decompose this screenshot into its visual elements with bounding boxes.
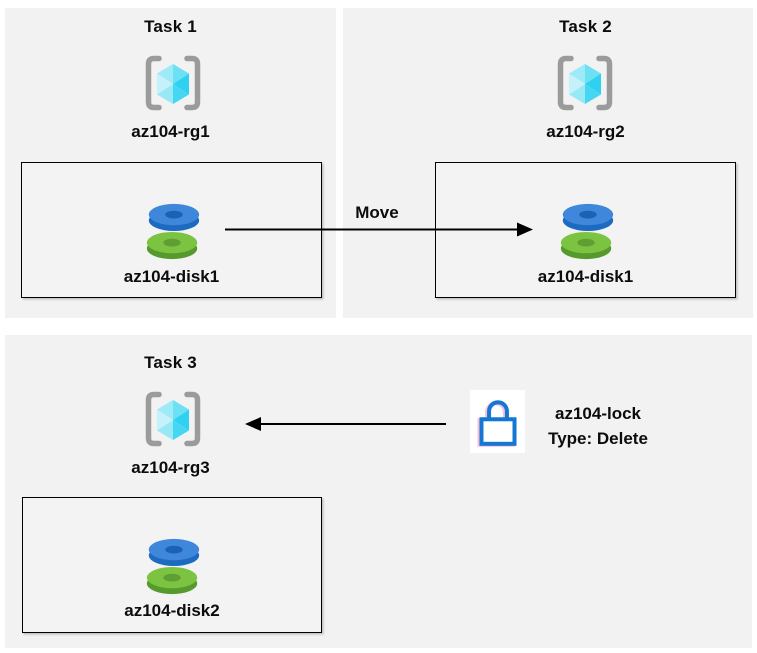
disk-icon	[556, 202, 618, 262]
lock-caption: az104-lock Type: Delete	[528, 401, 668, 451]
resource-group-label: az104-rg1	[131, 122, 210, 141]
lock-name: az104-lock	[555, 404, 641, 423]
disk-icon	[142, 537, 204, 597]
task1-title: Task 1	[144, 17, 197, 36]
resource-group-label: az104-rg2	[546, 122, 625, 141]
lock-icon	[473, 393, 523, 450]
task2-title: Task 2	[559, 17, 612, 36]
disk-icon	[142, 202, 204, 262]
resource-group-label: az104-rg3	[131, 458, 210, 477]
task3-title: Task 3	[144, 353, 197, 372]
lock-type: Type: Delete	[548, 429, 648, 448]
disk-label: az104-disk1	[123, 267, 220, 286]
disk-label: az104-disk1	[537, 267, 634, 286]
resource-group-icon	[143, 54, 203, 112]
move-arrow-label: Move	[355, 203, 399, 222]
disk-label: az104-disk2	[124, 601, 220, 620]
resource-group-icon	[555, 54, 615, 112]
resource-group-icon	[143, 390, 203, 448]
lock-tile	[470, 390, 525, 453]
